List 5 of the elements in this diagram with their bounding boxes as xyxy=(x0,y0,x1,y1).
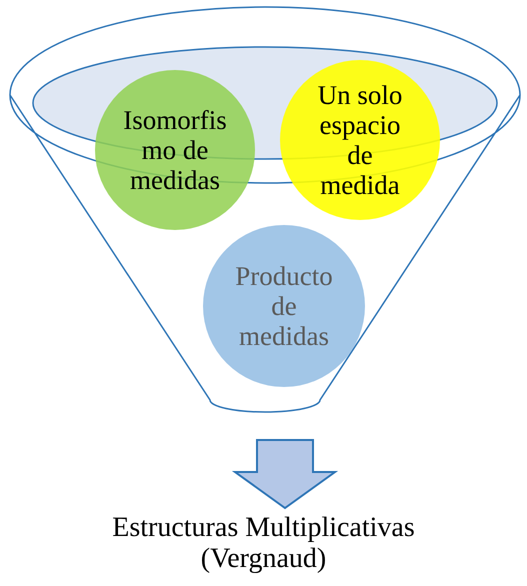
result-text: Estructuras Multiplicativas (Vergnaud) xyxy=(60,512,467,575)
block-arrow xyxy=(232,439,338,510)
circle-text: Producto de medidas xyxy=(234,260,334,352)
circle-text: Un solo espacio de medida xyxy=(316,80,404,200)
circle-text: Isomorfismo de medidas xyxy=(122,104,228,196)
